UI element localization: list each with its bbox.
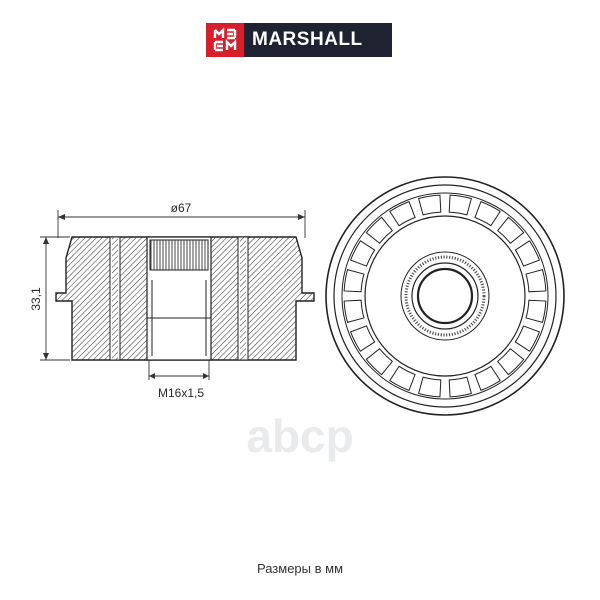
ring-cutouts [343,194,547,398]
thread-label: M16x1,5 [158,386,204,400]
ring-pocket [365,348,393,376]
ring-pocket [525,269,547,293]
watermark: ABCP [246,410,353,462]
ring-pocket [343,269,365,293]
ring-pocket [389,200,416,227]
ring-pocket [448,376,472,398]
ring-pocket [514,240,541,267]
side-section-view [55,236,315,361]
ring-pocket [497,348,525,376]
marshall-logo-icon [206,23,244,57]
ring-pocket [497,216,525,244]
ring-pocket [349,240,376,267]
diameter-label: ø67 [171,201,192,215]
ring-pocket [349,325,376,352]
internal-thread [149,239,209,271]
center-hole [416,267,474,325]
units-caption: Размеры в мм [256,561,344,576]
ring-pocket [365,216,393,244]
ring-pocket [474,200,501,227]
ring-pocket [474,365,501,392]
ring-pocket [448,194,472,216]
thread-teeth [404,255,486,337]
brand-logo: MARSHALL [206,23,392,57]
ring-pocket [514,325,541,352]
ring-pocket [418,376,442,398]
diameter-dimension: ø67 [57,201,306,238]
ring-pocket [418,194,442,216]
front-view [325,176,565,416]
thread-dimension: M16x1,5 [148,360,210,400]
brand-name: MARSHALL [252,29,363,50]
ring-pocket [389,365,416,392]
ring-pocket [343,299,365,323]
logo-mark-icon [213,27,237,52]
ring-pocket [525,299,547,323]
height-label: 33,1 [29,287,43,311]
height-dimension: 33,1 [29,236,70,361]
